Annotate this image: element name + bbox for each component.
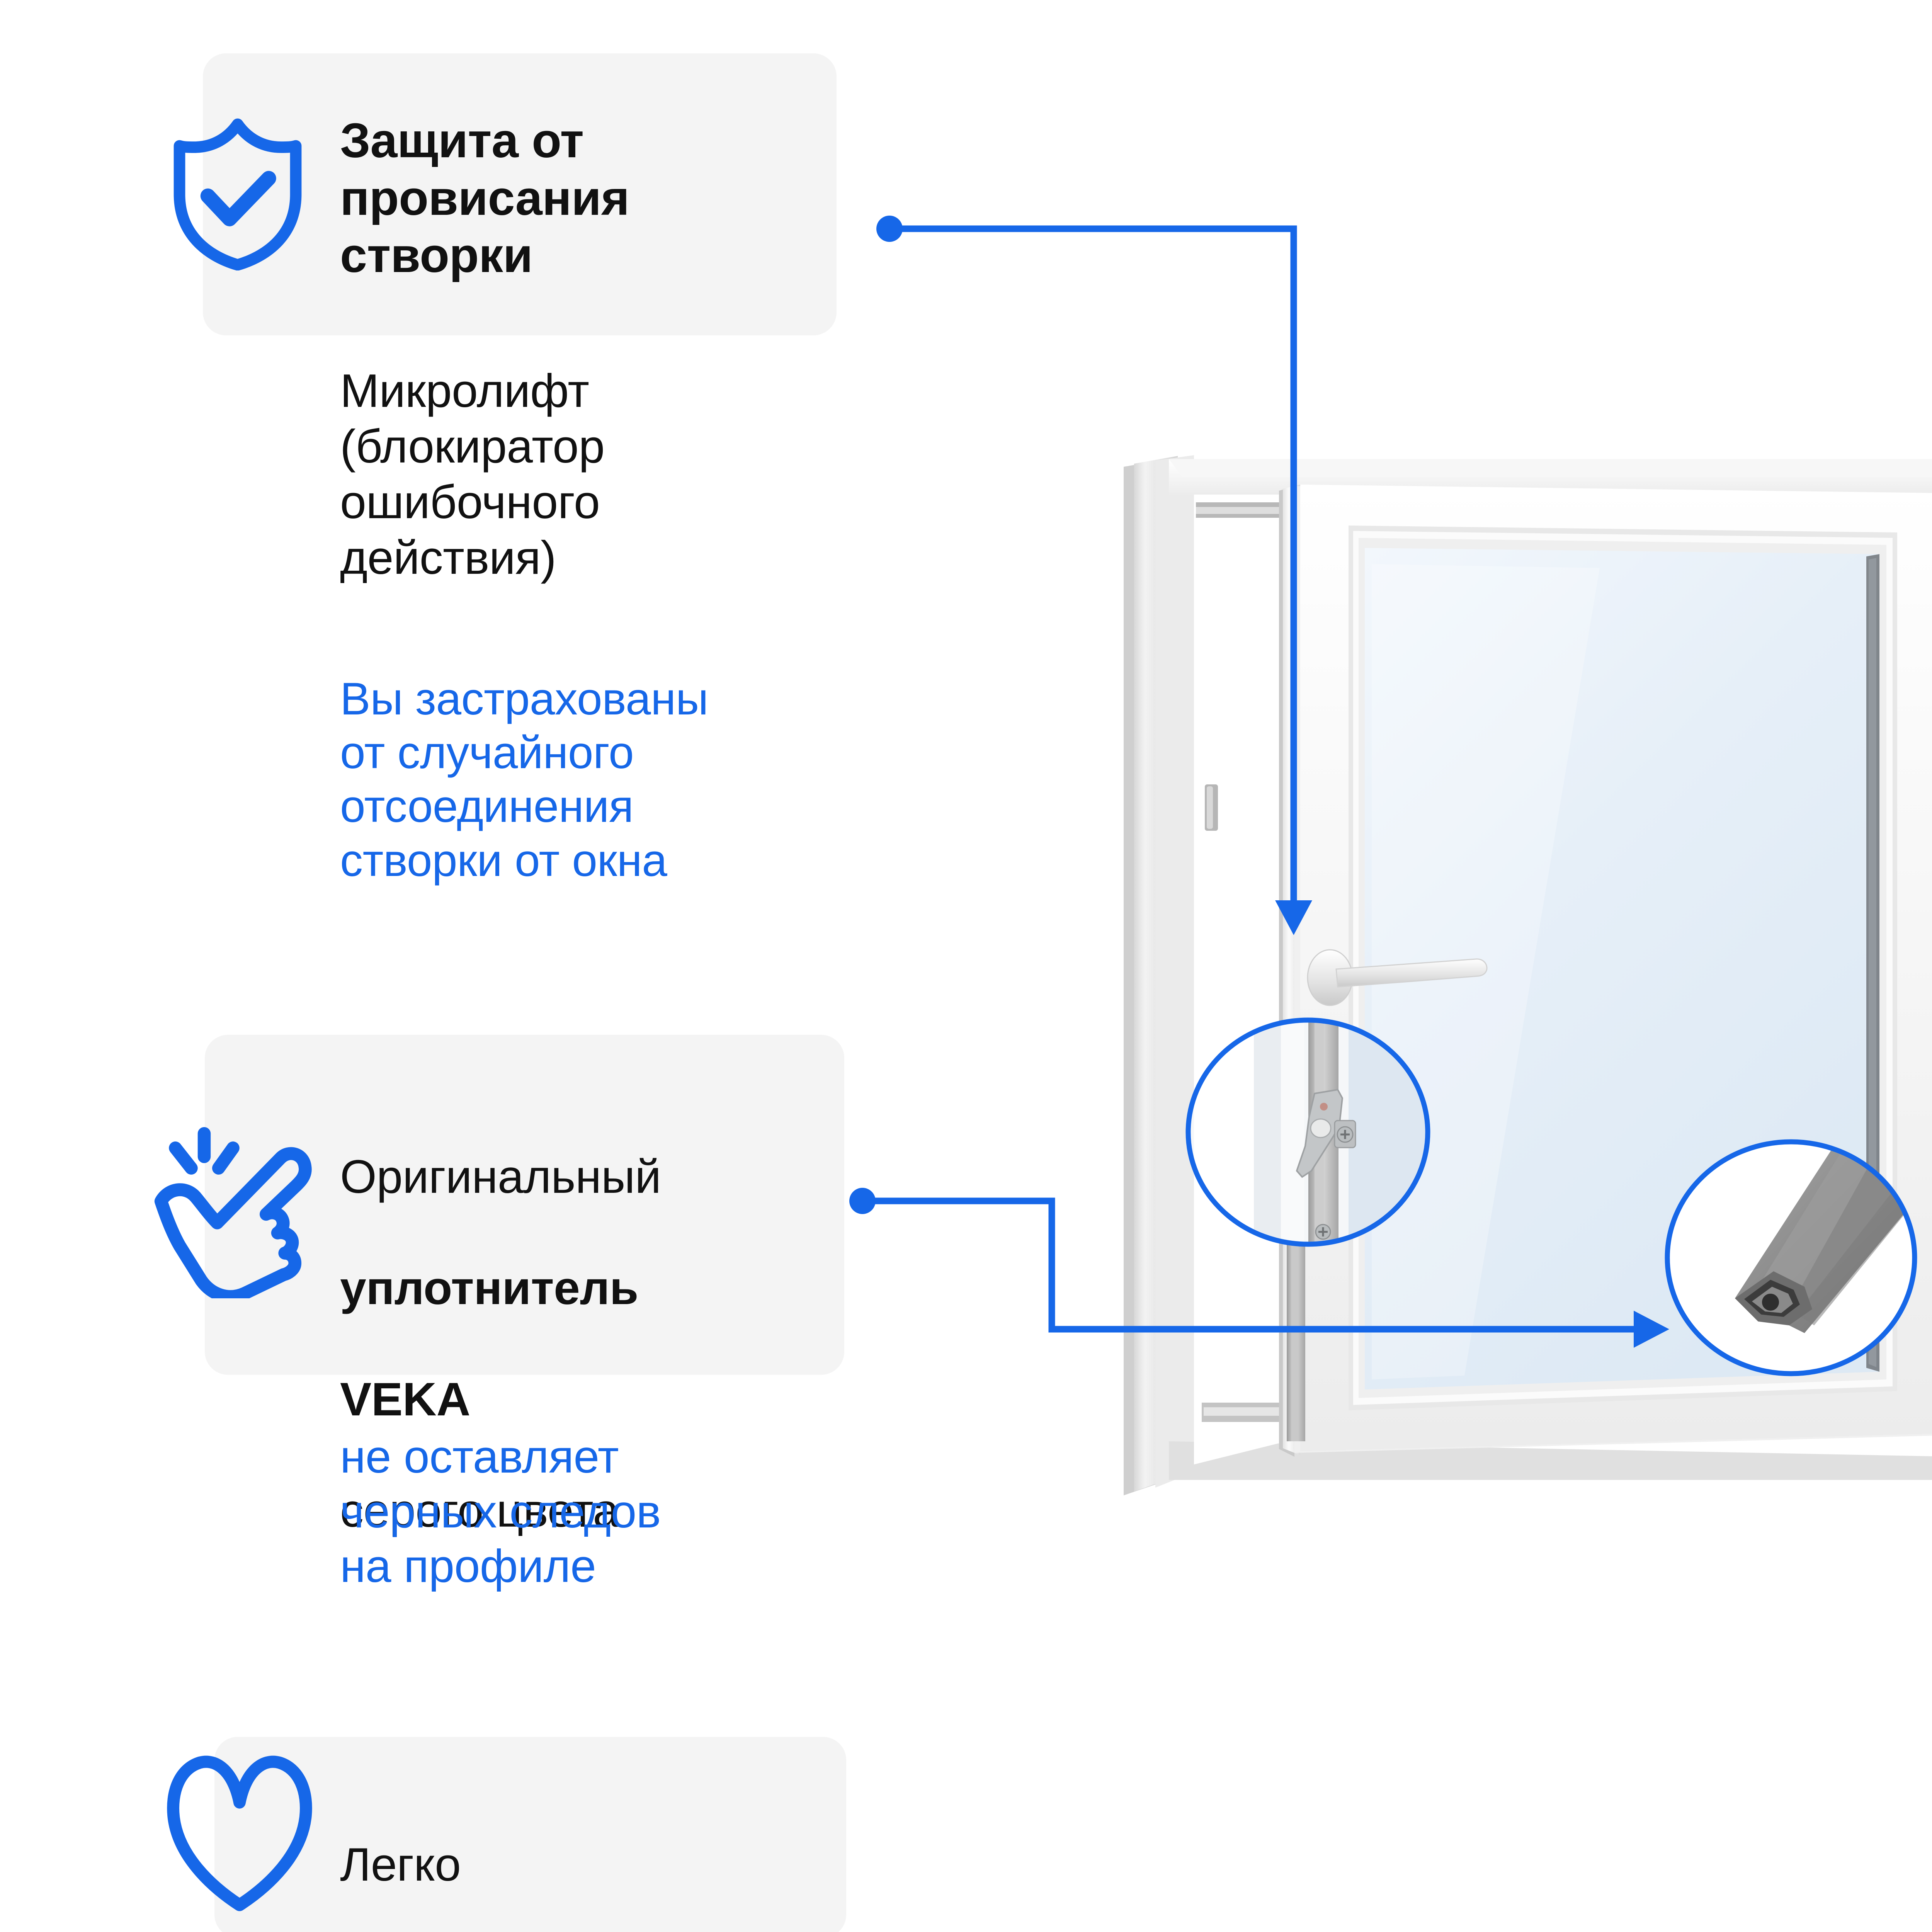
care-line-1: Легко bbox=[340, 1838, 461, 1891]
connector-dot bbox=[876, 216, 903, 242]
easy-care-title: Легко ухаживать bbox=[340, 1781, 804, 1932]
seal-line-1: Оригинальный bbox=[340, 1150, 661, 1203]
original-seal-title: Оригинальный уплотнитель VEKA серого цве… bbox=[340, 1094, 835, 1594]
seal-profile-callout bbox=[1665, 1139, 1917, 1376]
seal-line-3: VEKA bbox=[340, 1372, 470, 1425]
seal-line-4: серого цвета bbox=[340, 1484, 619, 1537]
heart-icon bbox=[162, 1750, 317, 1913]
connector-dot bbox=[849, 1188, 876, 1214]
microlift-note: Микролифт (блокиратор ошибочного действи… bbox=[340, 364, 605, 584]
card-original-seal bbox=[205, 1035, 844, 1375]
hinge-protection-title: Защита от провисания створки bbox=[340, 113, 629, 283]
card-hinge-protection bbox=[203, 53, 837, 335]
tap-hand-icon bbox=[154, 1119, 312, 1303]
window-handle bbox=[1307, 949, 1488, 1006]
pvc-window-illustration bbox=[1124, 455, 1932, 1495]
insured-note: Вы застрахованы от случайного отсоединен… bbox=[340, 673, 709, 886]
card-easy-care bbox=[214, 1737, 846, 1932]
seal-line-2: уплотнитель bbox=[340, 1261, 638, 1314]
shield-check-icon bbox=[170, 116, 305, 271]
no-black-marks-note: не оставляет черных следов на профиле bbox=[340, 1431, 661, 1592]
